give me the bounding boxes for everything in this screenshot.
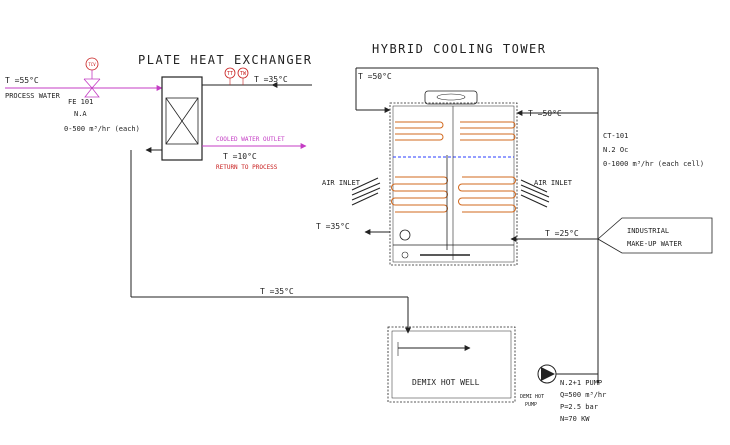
pump-spec-1: N.2+1 PUMP bbox=[560, 379, 602, 387]
flow-element-tag: FE 101 bbox=[68, 98, 93, 106]
phe-secondary-temp: T =35°C bbox=[254, 75, 288, 84]
return-to-process-label: RETURN TO PROCESS bbox=[216, 164, 278, 171]
cooling-tower-tag: CT-101 bbox=[603, 132, 628, 140]
flow-element-tag-no: N.A bbox=[74, 110, 87, 118]
temperature-transmitter: TT TW bbox=[224, 67, 249, 85]
pump-small-label-1: DEMI HOT bbox=[520, 394, 544, 400]
cooling-tower-qty: N.2 Oc bbox=[603, 146, 628, 154]
air-inlet-right-label: AIR INLET bbox=[534, 179, 573, 187]
cooled-water-outlet-label: COOLED WATER OUTLET bbox=[216, 136, 285, 143]
tower-top-temp: T =50°C bbox=[358, 72, 392, 81]
air-inlet-left-louvers bbox=[351, 177, 381, 206]
drain-valve-icon bbox=[401, 251, 409, 259]
tower-bottom-temp: T =35°C bbox=[316, 222, 350, 231]
air-inlet-left-label: AIR INLET bbox=[322, 179, 361, 187]
upper-coils bbox=[395, 121, 516, 141]
lower-coils bbox=[391, 176, 516, 213]
tcv-valve-label: TCV bbox=[88, 62, 96, 67]
pump-small-label-2: PUMP bbox=[525, 402, 537, 408]
cooled-water-outlet-temp: T =10°C bbox=[223, 152, 257, 161]
cooling-tower bbox=[389, 90, 518, 266]
air-inlet-right-louvers bbox=[520, 179, 550, 208]
tw-label: TW bbox=[240, 71, 247, 77]
process-water-inlet-temp: T =55°C bbox=[5, 76, 39, 85]
cooling-tower-capacity: 0-1000 m³/hr (each cell) bbox=[603, 160, 704, 168]
pump-spec-2: Q=500 m³/hr bbox=[560, 391, 606, 399]
recirculation-pump-icon bbox=[399, 229, 411, 241]
process-water-label: PROCESS WATER bbox=[5, 92, 61, 100]
fan-icon bbox=[436, 93, 466, 101]
tank-label: DEMIX HOT WELL bbox=[412, 378, 480, 387]
fan-housing bbox=[424, 90, 478, 105]
return-line-temp: T =35°C bbox=[260, 287, 294, 296]
tower-inner-temp: T =50°C bbox=[528, 109, 562, 118]
tcv-valve: TCV bbox=[83, 57, 101, 98]
plate-heat-exchanger bbox=[161, 76, 203, 161]
makeup-water-line1: INDUSTRIAL bbox=[627, 227, 669, 235]
makeup-water-tag bbox=[597, 217, 713, 254]
hybrid-cooling-tower-title: HYBRID COOLING TOWER bbox=[372, 42, 547, 56]
makeup-water-temp: T =25°C bbox=[545, 229, 579, 238]
tt-label: TT bbox=[227, 71, 233, 77]
flow-element-flow: 0-500 m³/hr (each) bbox=[64, 125, 140, 133]
demix-hot-well-tank bbox=[387, 326, 516, 403]
plate-heat-exchanger-title: PLATE HEAT EXCHANGER bbox=[138, 53, 313, 67]
pump-spec-4: N=70 KW bbox=[560, 415, 590, 423]
demi-hot-pump bbox=[537, 364, 598, 384]
pump-spec-3: P=2.5 bar bbox=[560, 403, 598, 411]
makeup-water-line2: MAKE-UP WATER bbox=[627, 240, 683, 248]
